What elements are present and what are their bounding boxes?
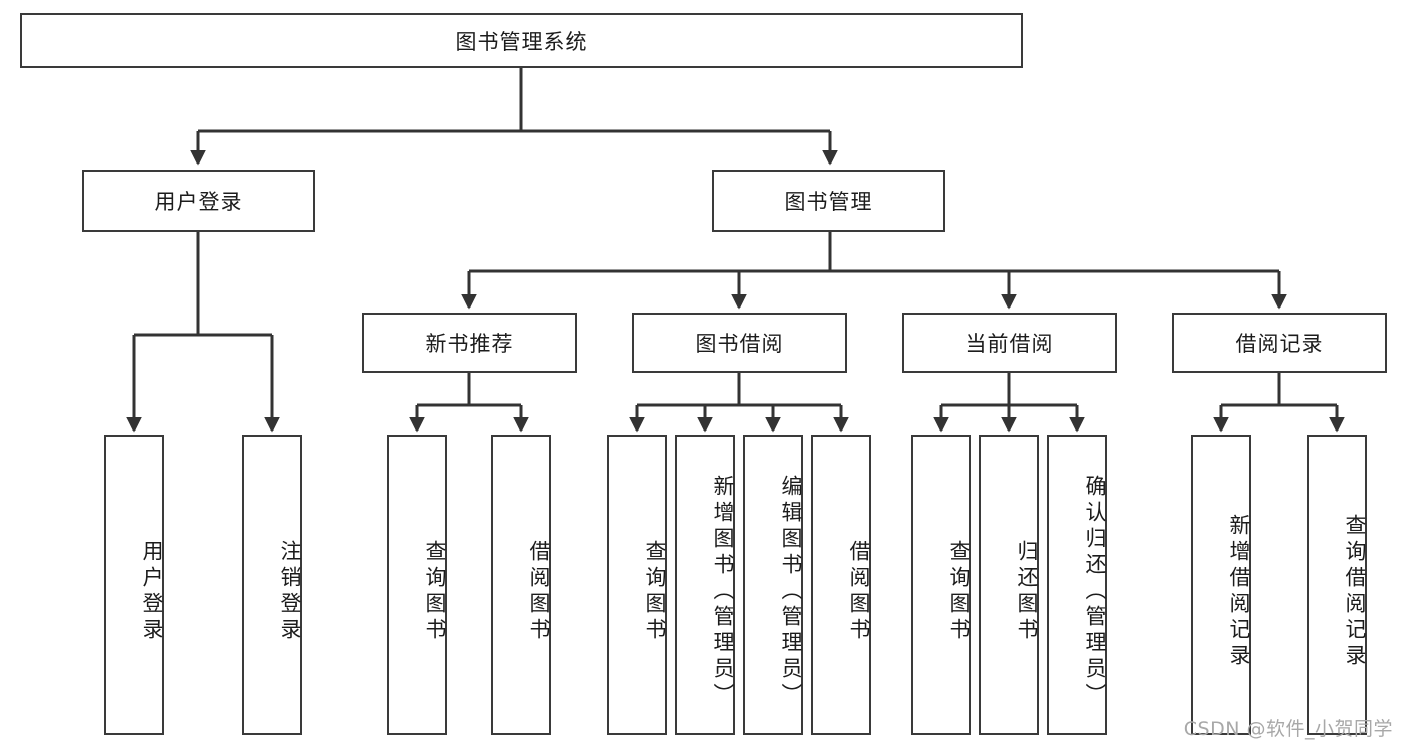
node-label: 编辑图书（管理员）: [779, 475, 803, 709]
node-label: 确认归还（管理员）: [1083, 475, 1107, 709]
node-book-management[interactable]: 图书管理: [712, 170, 945, 232]
node-label: 查询借阅记录: [1343, 514, 1367, 670]
node-book-borrowing[interactable]: 图书借阅: [632, 313, 847, 373]
leaf-add-book-admin[interactable]: 新增图书（管理员）: [675, 435, 735, 735]
node-label: 新书推荐: [425, 332, 514, 356]
node-label: 图书管理系统: [455, 29, 588, 54]
leaf-confirm-return-admin[interactable]: 确认归还（管理员）: [1047, 435, 1107, 735]
node-label: 借阅记录: [1235, 332, 1324, 356]
leaf-query-book-borrowing[interactable]: 查询图书: [607, 435, 667, 735]
leaf-borrow-book-borrowing[interactable]: 借阅图书: [811, 435, 871, 735]
leaf-borrow-book-new-rec[interactable]: 借阅图书: [491, 435, 551, 735]
leaf-user-login[interactable]: 用户登录: [104, 435, 164, 735]
leaf-add-borrowing-record[interactable]: 新增借阅记录: [1191, 435, 1251, 735]
node-label: 图书借阅: [695, 332, 784, 356]
node-label: 查询图书: [643, 540, 667, 644]
node-root-book-management-system[interactable]: 图书管理系统: [20, 13, 1023, 68]
leaf-query-book-new-rec[interactable]: 查询图书: [387, 435, 447, 735]
leaf-edit-book-admin[interactable]: 编辑图书（管理员）: [743, 435, 803, 735]
leaf-query-book-current[interactable]: 查询图书: [911, 435, 971, 735]
csdn-watermark: CSDN @软件_小贺同学: [1183, 718, 1393, 740]
node-label: 用户登录: [140, 540, 164, 644]
node-new-book-recommendation[interactable]: 新书推荐: [362, 313, 577, 373]
node-label: 注销登录: [278, 540, 302, 644]
node-label: 借阅图书: [527, 540, 551, 644]
node-label: 新增借阅记录: [1227, 514, 1251, 670]
node-user-login[interactable]: 用户登录: [82, 170, 315, 232]
node-label: 查询图书: [947, 540, 971, 644]
node-borrowing-record[interactable]: 借阅记录: [1172, 313, 1387, 373]
node-label: 借阅图书: [847, 540, 871, 644]
node-label: 当前借阅: [965, 332, 1054, 356]
node-label: 查询图书: [423, 540, 447, 644]
node-label: 新增图书（管理员）: [711, 475, 735, 709]
node-current-borrowing[interactable]: 当前借阅: [902, 313, 1117, 373]
leaf-query-borrowing-record[interactable]: 查询借阅记录: [1307, 435, 1367, 735]
node-label: 用户登录: [154, 190, 243, 214]
node-label: 归还图书: [1015, 540, 1039, 644]
leaf-logout-login[interactable]: 注销登录: [242, 435, 302, 735]
leaf-return-book[interactable]: 归还图书: [979, 435, 1039, 735]
node-label: 图书管理: [784, 190, 873, 214]
